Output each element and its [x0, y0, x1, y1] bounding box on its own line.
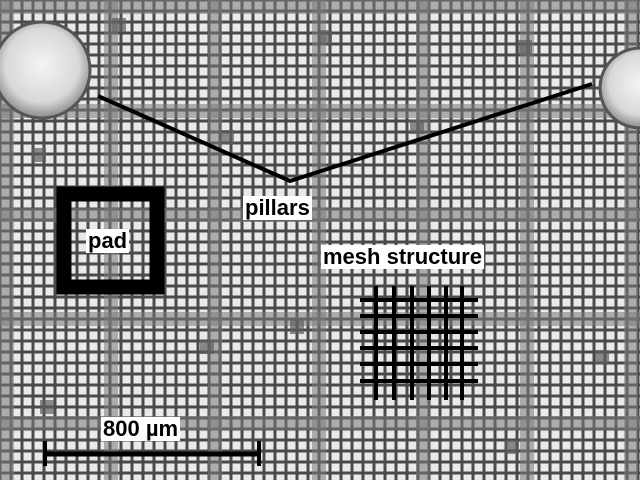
mesh-glyph	[360, 286, 478, 400]
pad-marker	[56, 186, 165, 295]
scale-bar-label: 800 µm	[101, 416, 181, 441]
pillar-right	[598, 46, 640, 130]
pillars-label: pillars	[243, 195, 312, 220]
pillar-pointer-lines	[97, 82, 593, 184]
dark-spots	[32, 18, 609, 454]
pad-label: pad	[86, 228, 130, 253]
mesh-structure-label: mesh structure	[321, 244, 484, 269]
scale-bar	[43, 441, 261, 466]
pillar-left	[0, 20, 92, 120]
